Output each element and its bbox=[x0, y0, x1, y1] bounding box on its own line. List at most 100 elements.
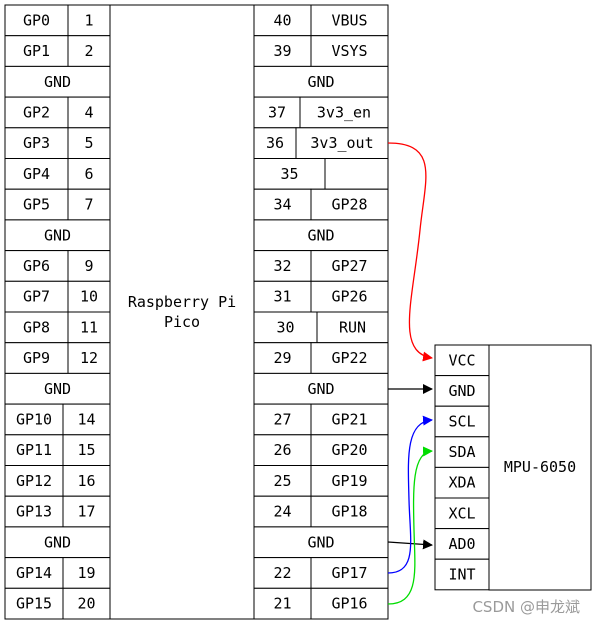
right-pin-name: GP16 bbox=[331, 595, 367, 613]
right-pin-name-cell bbox=[310, 465, 389, 497]
right-pin-number: 37 bbox=[268, 103, 286, 121]
left-pin-number: 4 bbox=[84, 103, 93, 121]
right-pin-name-cell bbox=[310, 188, 389, 221]
right-pin-num-cell bbox=[253, 434, 312, 466]
left-pin-number: 9 bbox=[84, 257, 93, 275]
left-pin-name: GP10 bbox=[16, 410, 52, 428]
right-pin-name: GP28 bbox=[331, 196, 367, 214]
left-pin-number: 17 bbox=[77, 503, 95, 521]
right-pin-number: 34 bbox=[273, 196, 291, 214]
left-pin-num-cell bbox=[62, 587, 111, 620]
right-pin-name: VSYS bbox=[331, 42, 367, 60]
left-pin-name: GND bbox=[44, 533, 71, 551]
wires bbox=[387, 142, 433, 605]
left-pin-number: 11 bbox=[80, 318, 98, 336]
right-pin-num-cell bbox=[253, 250, 312, 282]
mpu-body bbox=[488, 344, 592, 591]
right-pin-number: 22 bbox=[273, 564, 291, 582]
right-pin-gnd bbox=[253, 526, 389, 559]
mpu-pin-gnd: GND bbox=[448, 382, 475, 400]
left-pin-gnd bbox=[4, 219, 111, 252]
right-pin-number: 32 bbox=[273, 257, 291, 275]
right-pin-num-cell bbox=[253, 557, 312, 589]
right-pin-name: GP20 bbox=[331, 441, 367, 459]
right-pin-name: GND bbox=[307, 533, 334, 551]
pico-label-line2: Pico bbox=[164, 313, 200, 331]
right-pin-number: 25 bbox=[273, 472, 291, 490]
left-pin-num-cell bbox=[67, 4, 111, 37]
mpu-pin-cell bbox=[434, 436, 490, 468]
right-pin-num-cell bbox=[253, 587, 312, 620]
right-pin-num-cell bbox=[253, 342, 312, 374]
right-pin-number: 24 bbox=[273, 503, 291, 521]
left-pin-name: GP15 bbox=[16, 595, 52, 613]
mpu-pin-xda: XDA bbox=[448, 474, 475, 492]
mpu-pin-cell bbox=[434, 466, 490, 499]
left-pin-number: 5 bbox=[84, 134, 93, 152]
right-pin-name: GP19 bbox=[331, 472, 367, 490]
right-pin-number: 36 bbox=[266, 134, 284, 152]
right-pin-name-cell bbox=[316, 311, 389, 344]
left-pin-name: GP14 bbox=[16, 564, 52, 582]
mpu-pin-cell bbox=[434, 344, 490, 377]
right-pin-num-cell bbox=[253, 96, 301, 129]
left-pin-name: GP5 bbox=[23, 196, 50, 214]
right-pin-number: 40 bbox=[273, 11, 291, 29]
mpu-label: MPU-6050 bbox=[504, 458, 576, 476]
mpu-pin-xcl: XCL bbox=[448, 504, 475, 522]
left-pin-number: 19 bbox=[77, 564, 95, 582]
right-pin-name: 3v3_en bbox=[317, 103, 371, 121]
right-pin-name: GND bbox=[307, 226, 334, 244]
right-pin-num-cell bbox=[253, 311, 318, 344]
left-pin-num-cell bbox=[67, 250, 111, 282]
left-pin-name: GP12 bbox=[16, 472, 52, 490]
left-pin-num-cell bbox=[62, 495, 111, 528]
right-pin-number: 29 bbox=[273, 349, 291, 367]
right-pin-gnd bbox=[253, 219, 389, 252]
left-pin-name-cell bbox=[4, 158, 69, 190]
left-pin-name-cell bbox=[4, 96, 69, 129]
left-pin-number: 20 bbox=[77, 595, 95, 613]
right-pin-name: GP22 bbox=[331, 349, 367, 367]
right-pin-name: VBUS bbox=[331, 11, 367, 29]
left-pin-name: GP11 bbox=[16, 441, 52, 459]
right-pin-name: GP26 bbox=[331, 288, 367, 306]
wire-gp16-sda bbox=[387, 446, 433, 605]
left-pin-number: 2 bbox=[84, 42, 93, 60]
left-pin-num-cell bbox=[62, 434, 111, 466]
left-pin-number: 12 bbox=[80, 349, 98, 367]
right-pin-number: 31 bbox=[273, 288, 291, 306]
right-pin-name-cell bbox=[295, 127, 389, 160]
left-pin-number: 6 bbox=[84, 165, 93, 183]
left-pin-name-cell bbox=[4, 342, 69, 374]
right-pin-name-cell bbox=[310, 35, 389, 67]
left-pin-number: 10 bbox=[80, 288, 98, 306]
right-pin-name-cell bbox=[324, 158, 389, 190]
pico-board: Raspberry Pi Pico bbox=[109, 4, 255, 620]
mpu-pin-cell bbox=[434, 528, 490, 560]
right-pin-number: 39 bbox=[273, 42, 291, 60]
left-pin-name: GP4 bbox=[23, 165, 50, 183]
right-pin-name: GP27 bbox=[331, 257, 367, 275]
mpu-pin-ad0: AD0 bbox=[448, 535, 475, 553]
left-pin-name: GP1 bbox=[23, 42, 50, 60]
left-pin-name: GP2 bbox=[23, 103, 50, 121]
left-pin-number: 16 bbox=[77, 472, 95, 490]
right-pin-name: GND bbox=[307, 73, 334, 91]
right-pin-name-cell bbox=[310, 250, 389, 282]
left-pin-number: 15 bbox=[77, 441, 95, 459]
right-pin-num-cell bbox=[253, 158, 326, 190]
left-pin-name: GND bbox=[44, 380, 71, 398]
mpu-pin-int: INT bbox=[448, 566, 475, 584]
right-pin-number: 26 bbox=[273, 441, 291, 459]
right-pin-number: 35 bbox=[280, 165, 298, 183]
left-pin-name: GP3 bbox=[23, 134, 50, 152]
right-pin-num-cell bbox=[253, 4, 312, 37]
wire-gp17-scl bbox=[387, 415, 433, 574]
right-pin-name-cell bbox=[299, 96, 389, 129]
watermark: CSDN @申龙斌 bbox=[472, 598, 580, 616]
left-pin-name-cell bbox=[4, 465, 64, 497]
